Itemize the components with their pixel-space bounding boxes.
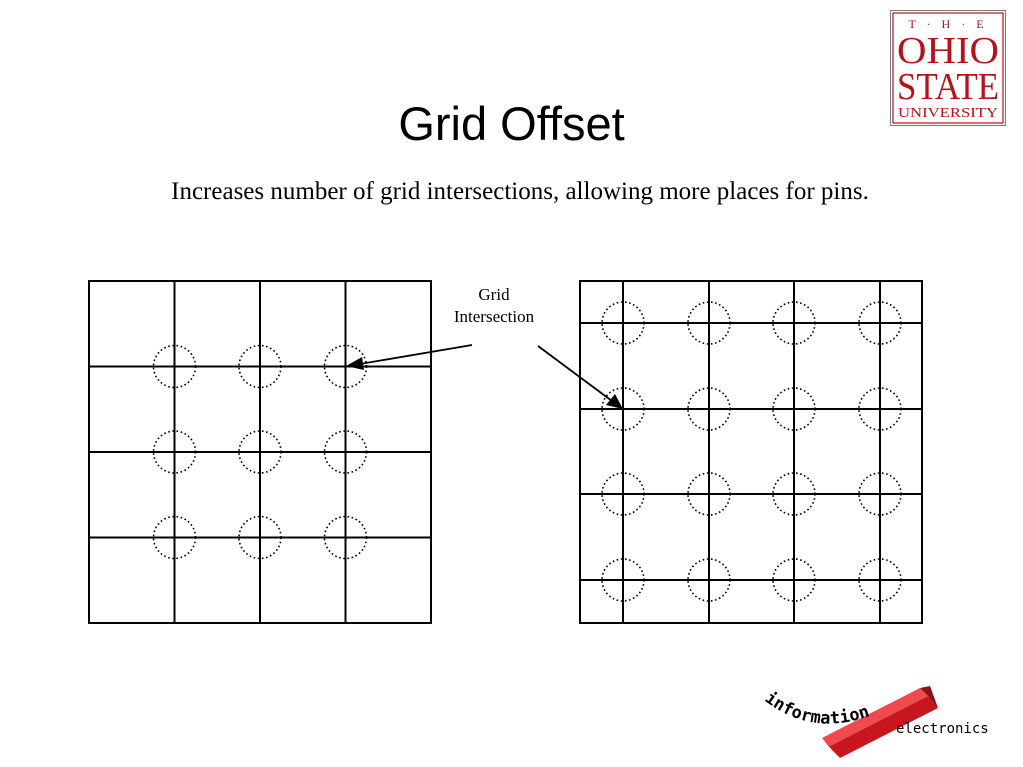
callout-label-line1: Grid [478, 285, 510, 304]
left-grid-pin-site [323, 430, 368, 474]
right-grid-pin-site [772, 472, 816, 516]
left-grid [88, 280, 432, 624]
left-grid-pin-site [152, 430, 197, 474]
osu-logo-line2: OHIO [897, 30, 999, 72]
right-grid [579, 280, 923, 624]
ohio-state-logo: T · H · E OHIO STATE UNIVERSITY [890, 10, 1006, 126]
left-grid-pin-site [323, 515, 368, 560]
callout-label-line2: Intersection [454, 307, 535, 326]
callout-arrowhead-right [606, 394, 623, 409]
left-grid-pin-site [152, 515, 197, 560]
left-grid-pin-site [238, 430, 282, 474]
osu-logo-line3: STATE [897, 66, 999, 108]
right-grid-pin-site [772, 301, 816, 345]
callout-arrowhead-left [346, 357, 364, 370]
right-grid-pin-site [601, 301, 645, 345]
red-bar-shape [822, 686, 938, 758]
left-grid-pin-site [238, 344, 282, 389]
right-grid-pin-site [687, 301, 731, 345]
right-grid-pin-site [858, 301, 902, 345]
logo-side-text: electronics [896, 721, 989, 737]
right-grid-pin-site [601, 472, 645, 516]
right-grid-pin-site [687, 558, 731, 602]
osu-logo-line1: T · H · E [908, 17, 987, 31]
right-grid-pin-site [687, 472, 731, 516]
right-grid-pin-site [772, 387, 816, 431]
callout-arrow-right [537, 345, 613, 402]
left-grid-pin-site [323, 344, 368, 389]
right-grid-pin-site [858, 558, 902, 602]
right-grid-pin-site [772, 558, 816, 602]
right-grid-pin-site [858, 387, 902, 431]
right-grid-pin-site [858, 472, 902, 516]
slide-subtitle: Increases number of grid intersections, … [171, 178, 869, 205]
left-grid-pin-site [152, 344, 197, 389]
right-grid-pin-site [601, 558, 645, 602]
information-electronics-logo: information electronics [761, 686, 989, 758]
slide-title: Grid Offset [398, 97, 625, 150]
right-grid-pin-site [687, 387, 731, 431]
logo-arc-text-path: information [761, 688, 872, 729]
right-grid-border [579, 280, 923, 624]
left-grid-pin-site [238, 515, 282, 560]
osu-logo-line4: UNIVERSITY [898, 106, 998, 121]
right-grid-pin-site [601, 387, 645, 431]
logo-arc-text: information [761, 688, 872, 729]
callout-arrow-left [359, 344, 473, 365]
